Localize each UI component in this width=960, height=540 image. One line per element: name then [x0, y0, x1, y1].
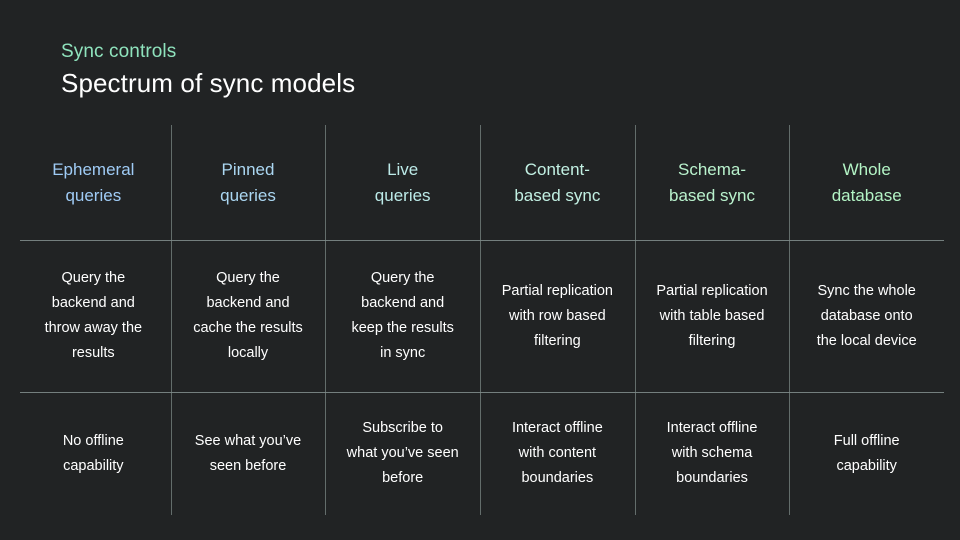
column-capability-4: Interact offline with content boundaries — [480, 392, 635, 515]
column-header-1-line: Ephemeral — [52, 159, 135, 179]
column-header-2: Pinned queries — [171, 125, 326, 240]
column-description-4: Partial replication with row based filteri… — [480, 240, 635, 392]
column-capability-5-line: Interact offline — [666, 420, 758, 436]
column-capability-5-text: Interact offline with schema boundaries — [667, 416, 758, 491]
column-description-6: Sync the whole database onto the local dev… — [789, 240, 944, 392]
column-header-6-text: Whole database — [832, 157, 902, 209]
column-capability-5-line: with schema — [671, 445, 753, 461]
column-header-2-line: queries — [220, 185, 276, 205]
column-description-1-line: backend and — [51, 295, 135, 311]
column-description-6-text: Sync the whole database onto the local dev… — [817, 279, 917, 354]
column-capability-4-text: Interact offline with content boundaries — [512, 416, 603, 491]
column-description-3: Query the backend and keep the results in s… — [325, 240, 480, 392]
table-rule-middle — [20, 392, 944, 393]
column-description-5-line: Partial replication — [656, 282, 768, 299]
column-capability-5: Interact offline with schema boundaries — [635, 392, 790, 515]
column-description-3-line: Query the — [370, 270, 435, 286]
column-capability-6-text: Full offline capability — [834, 429, 900, 479]
page-title: Spectrum of sync models — [61, 68, 356, 98]
table-rule-header — [20, 240, 944, 241]
column-header-1-text: Ephemeral queries — [52, 157, 134, 209]
column-header-1-line: queries — [65, 185, 122, 205]
column-capability-2-line: See what you’ve — [194, 432, 302, 449]
column-description-3-line: in sync — [380, 345, 426, 361]
column-header-3-line: queries — [374, 185, 431, 205]
column-capability-3-line: what you’ve seen — [346, 445, 459, 461]
column-description-3-line: backend and — [361, 295, 445, 311]
column-description-5-line: with table based — [659, 307, 765, 324]
column-description-1-text: Query the backend and throw away the result… — [45, 266, 143, 366]
column-description-1-line: Query the — [61, 270, 126, 286]
column-header-5-line: Schema- — [678, 159, 747, 179]
column-capability-4-line: Interact offline — [511, 420, 603, 436]
column-header-2-text: Pinned queries — [220, 157, 276, 209]
column-capability-1: No offline capability — [16, 392, 171, 515]
column-header-6-line: database — [831, 185, 902, 205]
column-header-3: Live queries — [325, 125, 480, 240]
column-header-4-line: based sync — [514, 185, 601, 205]
column-description-3-text: Query the backend and keep the results in s… — [351, 266, 453, 366]
column-header-4: Content-based sync — [480, 125, 635, 240]
column-description-6-line: Sync the whole — [817, 282, 916, 299]
column-description-2-line: backend and — [206, 295, 290, 311]
column-header-4-line: Content- — [524, 159, 590, 179]
column-description-4-line: with row based — [508, 307, 606, 324]
column-capability-5-line: boundaries — [676, 470, 748, 486]
column-header-6: Whole database — [789, 125, 944, 240]
column-description-5: Partial replication with table based filte… — [635, 240, 790, 392]
column-description-5-text: Partial replication with table based filte… — [656, 279, 767, 354]
column-capability-1-line: No offline — [62, 432, 124, 449]
column-capability-3-line: Subscribe to — [362, 420, 443, 436]
slide-eyebrow: Sync controls — [61, 41, 177, 62]
column-description-2-line: locally — [227, 345, 269, 361]
column-header-5-line: based sync — [669, 185, 756, 205]
column-description-1-line: throw away the — [44, 320, 143, 336]
column-capability-1-text: No offline capability — [63, 429, 124, 479]
column-description-2-line: cache the results — [193, 320, 303, 336]
column-header-2-line: Pinned — [221, 159, 275, 179]
column-header-3-line: Live — [387, 159, 419, 179]
column-capability-6-line: capability — [836, 457, 897, 474]
column-header-1: Ephemeral queries — [16, 125, 171, 240]
column-description-3-line: keep the results — [351, 320, 454, 336]
column-header-4-text: Content-based sync — [514, 157, 600, 209]
column-capability-4-line: boundaries — [521, 470, 594, 486]
column-capability-6: Full offline capability — [789, 392, 944, 515]
column-description-6-line: the local device — [816, 332, 917, 349]
column-capability-3-line: before — [382, 470, 424, 486]
column-header-3-text: Live queries — [375, 157, 431, 209]
column-description-2: Query the backend and cache the results loc… — [171, 240, 326, 392]
column-description-4-line: filtering — [533, 332, 581, 349]
column-description-5-line: filtering — [688, 332, 736, 349]
slide-header: Sync controls Spectrum of sync models — [61, 40, 881, 100]
column-description-6-line: database onto — [820, 307, 913, 324]
column-capability-2-line: seen before — [209, 457, 287, 474]
column-description-1: Query the backend and throw away the result… — [16, 240, 171, 392]
column-description-1-line: results — [71, 345, 115, 361]
column-description-4-line: Partial replication — [501, 282, 613, 299]
column-description-2-line: Query the — [216, 270, 280, 286]
column-capability-3-text: Subscribe to what you’ve seen before — [347, 416, 459, 491]
column-header-5-text: Schema-based sync — [669, 157, 755, 209]
column-header-5: Schema-based sync — [635, 125, 790, 240]
column-capability-4-line: with content — [518, 445, 597, 461]
column-capability-6-line: Full offline — [833, 432, 900, 449]
column-description-4-text: Partial replication with row based filteri… — [502, 279, 613, 354]
column-capability-1-line: capability — [63, 457, 124, 474]
column-capability-3: Subscribe to what you’ve seen before — [325, 392, 480, 515]
column-capability-2-text: See what you’ve seen before — [195, 429, 301, 479]
column-header-6-line: Whole — [842, 159, 891, 179]
column-description-2-text: Query the backend and cache the results loc… — [193, 266, 303, 366]
column-capability-2: See what you’ve seen before — [171, 392, 326, 515]
